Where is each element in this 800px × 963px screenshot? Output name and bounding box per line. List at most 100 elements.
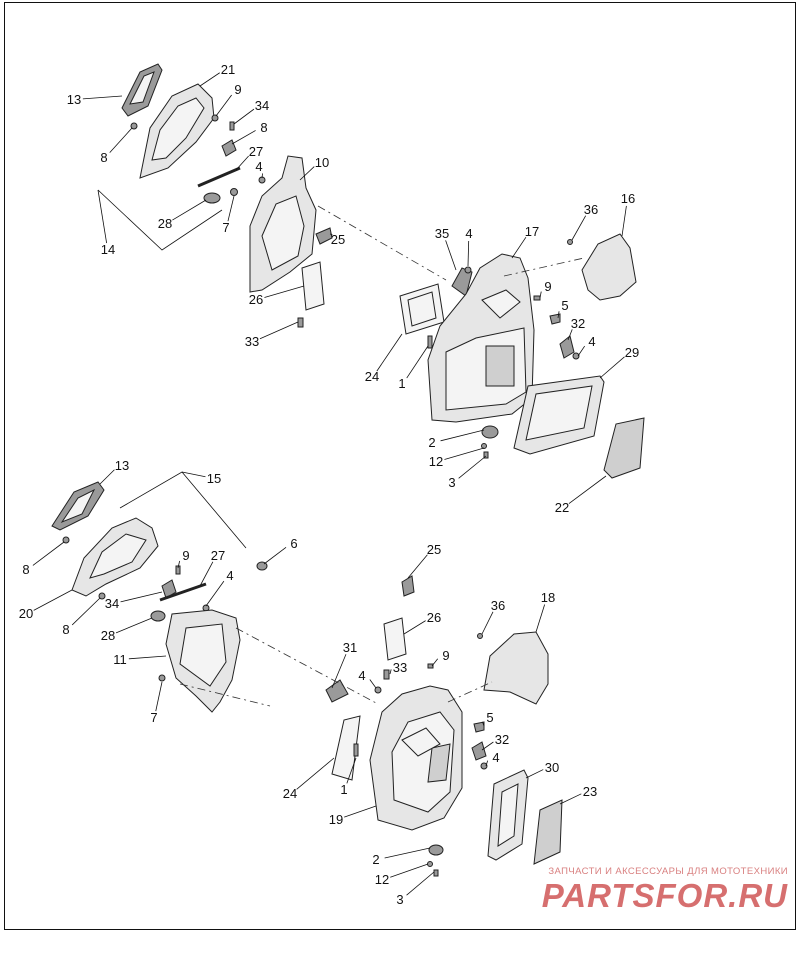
upper-part-8-screw-b [211, 114, 219, 122]
lower-callout-4: 4 [226, 568, 233, 583]
lower-leader-26 [346, 757, 357, 784]
upper-part-7-screw [230, 188, 238, 196]
lower-leader-23 [485, 760, 489, 767]
upper-leader-11 [227, 195, 235, 222]
lower-part-3-screw [433, 869, 439, 877]
lower-leader-7 [71, 597, 101, 626]
upper-callout-8: 8 [100, 150, 107, 165]
lower-callout-2: 2 [372, 852, 379, 867]
lower-callout-26: 26 [427, 610, 441, 625]
upper-callout-4: 4 [465, 226, 472, 241]
lower-part-5-clip [473, 721, 485, 733]
upper-leader-2 [109, 127, 133, 153]
lower-part-9-screw [175, 565, 181, 575]
upper-part-3-screw [483, 451, 489, 459]
upper-leader-29 [458, 455, 487, 479]
upper-leader-10 [172, 199, 207, 221]
lower-callout-23: 23 [583, 784, 597, 799]
upper-callout-27: 27 [249, 144, 263, 159]
lower-part-31-bracket [325, 679, 349, 703]
upper-part-10-recess [261, 195, 305, 271]
upper-part-21-inner [151, 97, 205, 161]
upper-part-25-connector [315, 227, 333, 245]
upper-callout-5: 5 [561, 298, 568, 313]
lower-leader-0 [99, 469, 115, 485]
lower-callout-12: 12 [375, 872, 389, 887]
upper-part-22-grille [603, 417, 645, 479]
lower-callout-32: 32 [495, 732, 509, 747]
upper-part-32-bracket [559, 335, 575, 359]
upper-callout-13: 13 [67, 92, 81, 107]
upper-part-27-rod [197, 166, 241, 188]
upper-callout-14: 14 [101, 242, 115, 257]
lower-callout-4: 4 [358, 668, 365, 683]
upper-part-4-nut-b [464, 266, 472, 274]
upper-centerline-b [503, 257, 585, 277]
lower-assembly [51, 471, 563, 877]
upper-callout-32: 32 [571, 316, 585, 331]
lower-callout-5: 5 [486, 710, 493, 725]
lower-callout-28: 28 [101, 628, 115, 643]
lower-leader-4 [177, 560, 181, 569]
upper-leader-16 [467, 240, 470, 267]
lower-leader-15 [331, 654, 347, 689]
lower-leader-17 [369, 679, 377, 689]
lower-leader-20 [535, 604, 546, 633]
lower-leader-8 [263, 546, 287, 565]
upper-leader-19 [621, 205, 627, 237]
upper-leader-21 [557, 311, 560, 319]
upper-part-9-screw-b [533, 295, 541, 301]
upper-leader-8 [299, 166, 315, 181]
lower-part-8-screw-b [98, 592, 106, 600]
upper-leader-30 [568, 475, 607, 504]
upper-callout-22: 22 [555, 500, 569, 515]
lower-part-13-inner [60, 488, 96, 524]
lower-callout-8: 8 [62, 622, 69, 637]
lower-callout-33: 33 [393, 660, 407, 675]
lower-part-23-grille [533, 799, 563, 865]
lower-callout-13: 13 [115, 458, 129, 473]
lower-callout-25: 25 [427, 542, 441, 557]
upper-part-16-cap [581, 233, 637, 301]
lower-leader-11 [128, 655, 167, 660]
lower-callout-11: 11 [113, 652, 127, 667]
upper-callout-33: 33 [245, 334, 259, 349]
lower-leader-21 [482, 721, 485, 727]
upper-part-28-grommet [203, 192, 221, 204]
upper-part-17-port [481, 289, 521, 319]
lower-part-28-grommet [150, 610, 166, 622]
upper-assembly [97, 63, 645, 479]
lower-callout-19: 19 [329, 812, 343, 827]
lower-leader-5 [199, 561, 214, 587]
lower-callout-27: 27 [211, 548, 225, 563]
lower-part-26-plate [383, 617, 407, 661]
watermark-subtitle: ЗАПЧАСТИ И АКСЕССУАРЫ ДЛЯ МОТОТЕХНИКИ [548, 866, 788, 877]
lower-callout-24: 24 [283, 786, 297, 801]
upper-callout-25: 25 [331, 232, 345, 247]
diagram-frame [4, 2, 796, 930]
lower-callout-31: 31 [343, 640, 357, 655]
lower-part-11-recess [179, 623, 227, 687]
upper-callout-28: 28 [158, 216, 172, 231]
lower-centerline-c [447, 681, 493, 703]
upper-part-24-gasket-inner [407, 291, 437, 327]
lower-leader-27 [559, 793, 582, 805]
watermark-brand-logo: PARTSFOR.RU [541, 877, 788, 914]
upper-leader-6 [235, 155, 249, 171]
upper-leader-12 [329, 233, 333, 235]
upper-leader-0 [82, 95, 123, 100]
callout-leaders [32, 72, 627, 896]
lower-leader-28 [344, 805, 377, 818]
lower-callout-8: 8 [22, 562, 29, 577]
lower-callout-4: 4 [492, 750, 499, 765]
upper-part-4-nut-c [572, 352, 580, 360]
lower-leader-2 [32, 541, 65, 566]
lower-part-20-inner [89, 533, 147, 579]
upper-callout-21: 21 [221, 62, 235, 77]
upper-leader-20 [539, 291, 542, 299]
lower-leader-31 [406, 871, 435, 896]
lower-leader-19 [481, 611, 494, 635]
upper-leader-13 [264, 285, 305, 298]
